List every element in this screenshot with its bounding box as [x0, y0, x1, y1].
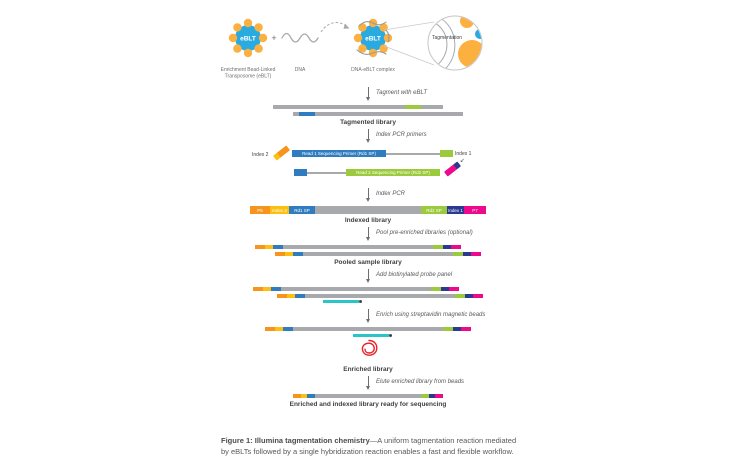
complex-caption: DNA-eBLT complex [351, 67, 395, 73]
section-title-enriched: Enriched library [343, 366, 393, 373]
read2-segment: Rd2 SP [421, 206, 447, 214]
step-elute: Elute enriched library from beads [208, 376, 528, 391]
biotinylated-probe [353, 333, 392, 337]
index1-label: Index 1 [455, 151, 472, 157]
combine-arrow-icon [320, 22, 350, 33]
read1-segment: Rd1 SP [289, 206, 315, 214]
down-arrow-icon [368, 376, 369, 386]
down-arrow-head-icon [366, 198, 370, 202]
inset-connector-lines [383, 21, 435, 66]
template-line-top [386, 152, 440, 155]
step-add-probes: Add biotinylated probe panel [208, 269, 528, 284]
section-title-pooled: Pooled sample library [334, 259, 402, 266]
wrapped-dna-strands-icon [356, 20, 390, 56]
step-label-pool: Pool pre-enriched libraries (optional) [376, 229, 473, 236]
down-arrow-head-icon [366, 319, 370, 323]
plus-sign: + [271, 33, 276, 43]
down-arrow-icon [368, 227, 369, 237]
down-arrow-head-icon [366, 97, 370, 101]
insert-segment [315, 206, 421, 214]
library-bar [265, 327, 471, 331]
dna-eblt-complex: eBLT [353, 18, 393, 58]
tagmentation-label: Tagmentation [432, 35, 462, 41]
step-index-pcr-primers: Index PCR primers [208, 129, 528, 144]
workflow-figure: eBLT + [208, 10, 528, 411]
section-title-tagmented: Tagmented library [340, 119, 396, 126]
section-title-indexed: Indexed library [344, 217, 392, 224]
step-label-index-pcr-primers: Index PCR primers [376, 131, 427, 138]
pooled-library-graphic [253, 245, 483, 256]
step-tagment: Tagment with eBLT [208, 87, 528, 102]
hybridization-graphic [253, 287, 483, 306]
dna-squiggle-icon [281, 32, 319, 43]
read1-primer-label: Read 1 Sequencing Primer (Rd1 SP) [302, 151, 376, 156]
down-arrow-head-icon [366, 279, 370, 283]
step-label-tagment: Tagment with eBLT [376, 89, 428, 96]
eblt-caption-line1: Enrichment Bead-Linked [221, 67, 276, 73]
read2-end-stub [440, 150, 453, 157]
step-pool: Pool pre-enriched libraries (optional) [208, 227, 528, 242]
final-library-bar [293, 394, 443, 398]
dna-strands-zoom-icon [432, 17, 456, 70]
template-line-bottom [307, 171, 346, 174]
down-arrow-head-icon [366, 386, 370, 390]
biotinylated-probe [323, 299, 362, 303]
p7-segment: P7 [464, 206, 486, 214]
step-index-pcr: Index PCR [208, 188, 528, 203]
eblt-caption-line2: Transposome (eBLT) [225, 74, 272, 80]
read1-primer-bar: Read 1 Sequencing Primer (Rd1 SP) [292, 150, 386, 157]
step-label-index-pcr: Index PCR [376, 190, 406, 197]
read1-end-stub [294, 169, 307, 176]
index2-segment: Index 2 [270, 206, 289, 214]
figure-caption-title: Figure 1: Illumina tagmentation chemistr… [221, 436, 370, 445]
read2-primer-label: Read 2 Sequencing Primer (Rd2 SP) [356, 170, 430, 175]
down-arrow-head-icon [366, 237, 370, 241]
down-arrow-icon [368, 188, 369, 198]
index1-segment: Index 1 [447, 206, 464, 214]
library-bar [255, 245, 461, 249]
index2-adapter-ribbon-icon [272, 145, 291, 161]
down-arrow-icon [368, 87, 369, 97]
bead-zoom-icon [460, 16, 474, 28]
tagmented-library-graphic [273, 105, 463, 116]
eblt-ball: eBLT [228, 18, 268, 58]
section-title-final: Enriched and indexed library ready for s… [289, 401, 447, 408]
primer-diagram: Index 2 Read 1 Sequencing Primer (Rd1 SP… [252, 145, 484, 185]
dna-caption: DNA [295, 67, 306, 73]
read2-primer-bar: Read 2 Sequencing Primer (Rd2 SP) [346, 169, 440, 176]
step-enrich: Enrich using streptavidin magnetic beads [208, 309, 528, 324]
figure-caption-text: —A uniform tagmentation reaction mediate… [221, 436, 517, 456]
tagmented-fragment [273, 105, 443, 109]
step-label-elute: Elute enriched library from beads [376, 378, 465, 385]
index2-label: Index 2 [252, 152, 269, 158]
step-label-add-probes: Add biotinylated probe panel [376, 271, 453, 278]
down-arrow-icon [368, 309, 369, 319]
figure-caption: Figure 1: Illumina tagmentation chemistr… [221, 436, 523, 457]
down-arrow-icon [368, 269, 369, 279]
streptavidin-bead-icon [361, 339, 378, 356]
biotin-dot-icon [388, 333, 392, 337]
tagmented-fragment [293, 112, 463, 116]
down-arrow-head-icon [366, 139, 370, 143]
library-bar [277, 294, 483, 298]
index1-adapter-ribbon-icon [443, 161, 462, 177]
top-row-graphic: eBLT + [221, 15, 483, 80]
transposome-beads-icon [228, 18, 268, 58]
library-bar [275, 252, 481, 256]
down-arrow-icon [368, 129, 369, 139]
p5-segment: P5 [250, 206, 270, 214]
indexed-library-bar: P5 Index 2 Rd1 SP Rd2 SP Index 1 P7 [250, 206, 486, 214]
biotin-dot-icon [358, 299, 362, 303]
complex-ball-label: eBLT [365, 36, 381, 43]
index1-pointer-icon: ↙ [460, 158, 465, 164]
tagmentation-inset: Tagmentation [427, 15, 483, 71]
enrichment-graphic [253, 327, 483, 363]
library-bar [253, 287, 459, 291]
step-label-enrich: Enrich using streptavidin magnetic beads [376, 311, 486, 318]
eblt-ball-label: eBLT [240, 36, 256, 43]
